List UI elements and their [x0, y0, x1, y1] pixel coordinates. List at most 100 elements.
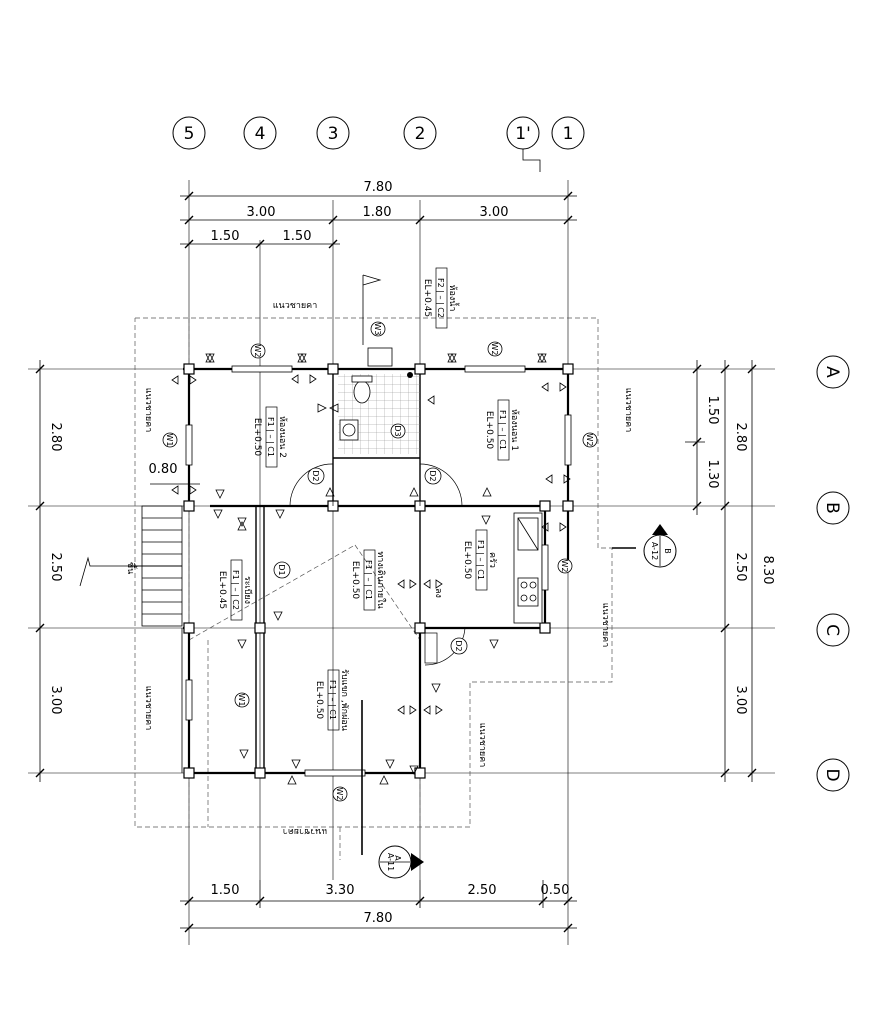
svg-text:F1 | – | C1: F1 | – | C1 — [476, 540, 485, 580]
dim-top-seg2: 1.80 — [363, 205, 392, 220]
light-fixture-symbols — [171, 353, 571, 785]
room-label-bedroom-2: ห้องนอน 2 F1 | – | C1 EL+0.50 — [252, 406, 288, 468]
dim-bot-seg4: 0.50 — [541, 883, 570, 898]
window-openings — [185, 365, 572, 777]
svg-text:F1 | – | C1: F1 | – | C1 — [266, 417, 275, 457]
svg-text:2: 2 — [415, 124, 426, 144]
svg-text:D3: D3 — [393, 425, 402, 436]
dim-bot-seg2: 3.30 — [326, 883, 355, 898]
eave-label-right-top: แนวชายคา — [623, 388, 633, 433]
dim-top-sub2: 1.50 — [283, 229, 312, 244]
svg-text:W2: W2 — [253, 345, 262, 358]
eave-label-right-mid: แนวชายคา — [600, 603, 610, 648]
kitchen-down-label: ลง — [433, 588, 443, 598]
room-label-bathroom: ห้องน้ำ F2 | – | C2 EL+0.45 — [422, 267, 460, 329]
dim-right-sub2: 1.30 — [705, 460, 720, 489]
svg-text:W1: W1 — [165, 434, 174, 447]
left-dimensions — [35, 360, 200, 782]
room-label-porch: ระเบียง F1 | – | C2 EL+0.45 — [217, 559, 253, 621]
svg-text:W2: W2 — [585, 434, 594, 447]
grid-bubble-1-prime: 1' — [506, 116, 541, 172]
grid-bubble-5: 5 — [172, 116, 206, 150]
grid-bubble-a: A — [816, 355, 850, 389]
dim-right-seg3: 3.00 — [733, 686, 748, 715]
stair-up-label: ขึ้น — [125, 562, 138, 574]
svg-text:EL+0.45: EL+0.45 — [422, 279, 432, 317]
dim-left-seg3: 3.00 — [48, 686, 63, 715]
bottom-dimensions — [180, 880, 577, 933]
svg-text:D2: D2 — [428, 470, 437, 481]
right-dimensions — [685, 360, 757, 782]
top-dimensions — [180, 191, 577, 249]
dim-left-seg2: 2.50 — [48, 553, 63, 582]
svg-text:W2: W2 — [335, 788, 344, 801]
svg-text:A: A — [822, 366, 842, 378]
svg-text:ห้องน้ำ: ห้องน้ำ — [447, 285, 460, 312]
dim-right-seg1: 2.80 — [733, 423, 748, 452]
svg-text:EL+0.50: EL+0.50 — [252, 418, 262, 457]
dim-top-seg1: 3.00 — [247, 205, 276, 220]
svg-text:F1 | – | C1: F1 | – | C1 — [498, 410, 507, 450]
dim-right-sub1: 1.50 — [705, 396, 720, 425]
dim-bot-seg3: 2.50 — [468, 883, 497, 898]
svg-text:ระเบียง: ระเบียง — [242, 576, 253, 604]
svg-text:EL+0.50: EL+0.50 — [484, 411, 494, 450]
eave-label-bottom: แนวชายคา — [283, 826, 328, 836]
grid-bubble-c: C — [816, 613, 850, 647]
grid-bubble-4: 4 — [243, 116, 277, 150]
eave-label-left-bottom: แนวชายคา — [143, 686, 153, 731]
grid-bubble-2: 2 — [403, 116, 437, 150]
room-label-hallway: ทางเดินภายใน F1 | – | C1 EL+0.50 — [350, 549, 386, 611]
opening-tags — [162, 321, 598, 802]
svg-text:5: 5 — [184, 124, 195, 144]
dim-right-seg2: 2.50 — [733, 553, 748, 582]
svg-text:ห้องนอน 1: ห้องนอน 1 — [509, 409, 520, 451]
room-label-kitchen: ครัว F1 | – | C1 EL+0.50 — [462, 529, 497, 591]
svg-text:C: C — [822, 624, 842, 636]
svg-text:EL+0.50: EL+0.50 — [314, 681, 324, 720]
room-label-bedroom-1: ห้องนอน 1 F1 | – | C1 EL+0.50 — [484, 399, 520, 461]
svg-text:D2: D2 — [311, 470, 320, 481]
svg-text:A-11: A-11 — [386, 853, 395, 871]
svg-text:1: 1 — [563, 124, 574, 144]
dim-top-sub1: 1.50 — [211, 229, 240, 244]
entry-stairs — [79, 505, 183, 773]
svg-text:4: 4 — [255, 124, 266, 144]
section-marker-b: B A-12 — [612, 524, 677, 568]
grid-bubble-d: D — [816, 758, 850, 792]
svg-text:F1 | – | C2: F1 | – | C2 — [231, 570, 240, 610]
svg-text:W1: W1 — [237, 694, 246, 707]
dim-bot-total: 7.80 — [364, 911, 393, 926]
svg-text:D1: D1 — [277, 564, 286, 575]
svg-text:F1 | – | C1: F1 | – | C1 — [328, 680, 337, 720]
svg-text:EL+0.50: EL+0.50 — [462, 541, 472, 580]
svg-text:ห้องนอน 2: ห้องนอน 2 — [277, 416, 288, 458]
grid-bubble-1: 1 — [551, 116, 585, 150]
svg-text:3: 3 — [328, 124, 339, 144]
dim-left-small: 0.80 — [149, 462, 178, 477]
svg-text:D: D — [822, 768, 842, 781]
svg-text:ทางเดินภายใน: ทางเดินภายใน — [375, 551, 386, 608]
svg-text:EL+0.45: EL+0.45 — [217, 571, 227, 609]
bathroom-fixtures — [338, 347, 420, 454]
svg-text:ครัว: ครัว — [487, 552, 497, 568]
door-swings — [289, 463, 466, 666]
svg-text:W3: W3 — [373, 323, 382, 336]
grid-bubble-3: 3 — [316, 116, 350, 150]
eave-label-right-bottom: แนวชายคา — [477, 723, 487, 768]
svg-text:A: A — [393, 855, 402, 861]
svg-text:D2: D2 — [454, 640, 463, 651]
dim-right-total: 8.30 — [760, 556, 775, 585]
grid-bubble-b: B — [816, 491, 850, 525]
svg-text:1': 1' — [515, 124, 531, 144]
svg-text:EL+0.50: EL+0.50 — [350, 561, 360, 600]
svg-text:W2: W2 — [560, 560, 569, 573]
dim-top-total: 7.80 — [364, 180, 393, 195]
dim-left-seg1: 2.80 — [48, 423, 63, 452]
dim-bot-seg1: 1.50 — [211, 883, 240, 898]
kitchen-counter — [513, 512, 543, 624]
svg-text:F2 | – | C2: F2 | – | C2 — [436, 278, 445, 318]
svg-text:B: B — [663, 548, 672, 554]
dim-top-seg3: 3.00 — [480, 205, 509, 220]
